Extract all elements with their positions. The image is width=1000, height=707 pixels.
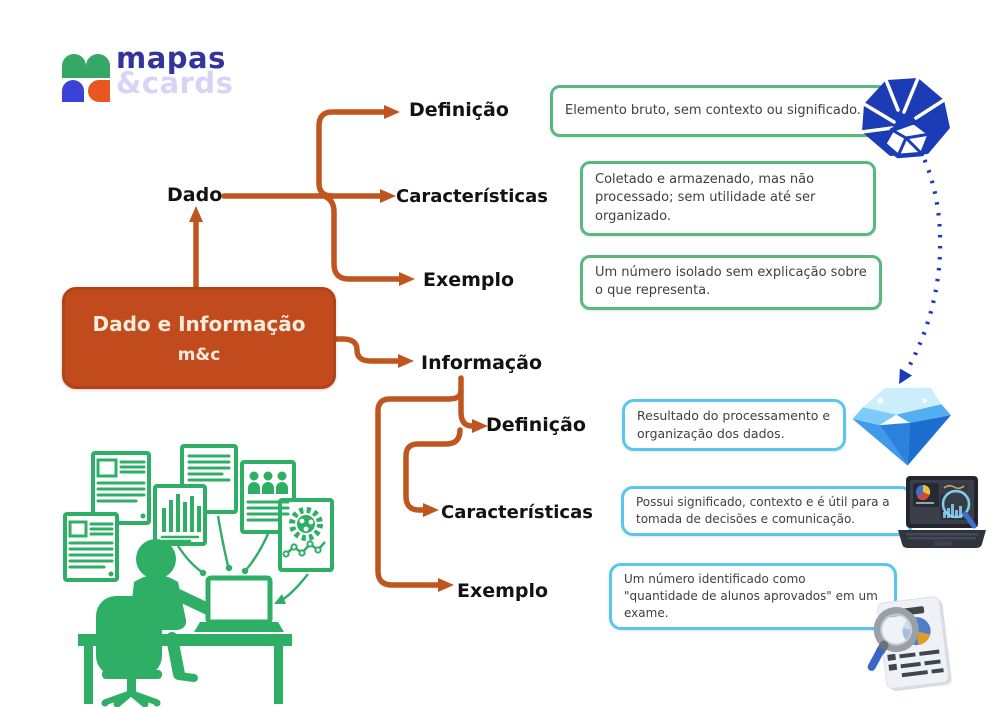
box-dado-caracteristicas: Coletado e armazenado, mas não processad… — [580, 161, 876, 237]
person-at-desk-illustration — [63, 444, 334, 707]
dado-caracteristicas-label: Características — [396, 186, 548, 207]
root-title: Dado e Informação — [92, 311, 306, 336]
box-dado-definicao-text: Elemento bruto, sem contexto ou signific… — [565, 102, 861, 118]
box-informacao-definicao: Resultado do processamento e organização… — [622, 399, 846, 451]
branch-dado-label: Dado — [167, 184, 223, 206]
raw-data-rock-icon — [860, 76, 950, 159]
box-dado-exemplo-text: Um número isolado sem explicação sobre o… — [595, 265, 867, 299]
box-informacao-exemplo: Um número identificado como "quantidade … — [609, 563, 897, 631]
box-informacao-definicao-text: Resultado do processamento e organização… — [637, 408, 831, 441]
logo-wordmark: mapas &cards — [116, 44, 233, 98]
laptop-analysis-icon — [898, 476, 986, 548]
box-dado-caracteristicas-text: Coletado e armazenado, mas não processad… — [595, 172, 816, 224]
report-magnifier-icon — [867, 596, 952, 692]
box-informacao-caracteristicas-text: Possui significado, contexto e é útil pa… — [636, 495, 890, 527]
mapas-cards-logo-icon — [62, 54, 110, 102]
information-diamond-icon — [852, 387, 951, 466]
root-subtitle: m&c — [177, 344, 221, 365]
informacao-definicao-label: Definição — [486, 414, 586, 436]
informacao-caracteristicas-label: Características — [441, 502, 593, 523]
dado-definicao-label: Definição — [409, 99, 509, 121]
logo-subtitle: &cards — [116, 66, 234, 100]
dado-exemplo-label: Exemplo — [423, 269, 515, 291]
informacao-exemplo-label: Exemplo — [457, 580, 549, 602]
box-informacao-exemplo-text: Um número identificado como "quantidade … — [624, 572, 878, 621]
box-informacao-caracteristicas: Possui significado, contexto e é útil pa… — [621, 486, 913, 537]
logo-title: mapas — [116, 41, 226, 75]
box-dado-exemplo: Um número isolado sem explicação sobre o… — [580, 255, 882, 310]
root-node: Dado e Informação m&c — [62, 287, 336, 389]
box-dado-definicao: Elemento bruto, sem contexto ou signific… — [550, 85, 888, 137]
branch-informacao-label: Informação — [421, 352, 543, 374]
